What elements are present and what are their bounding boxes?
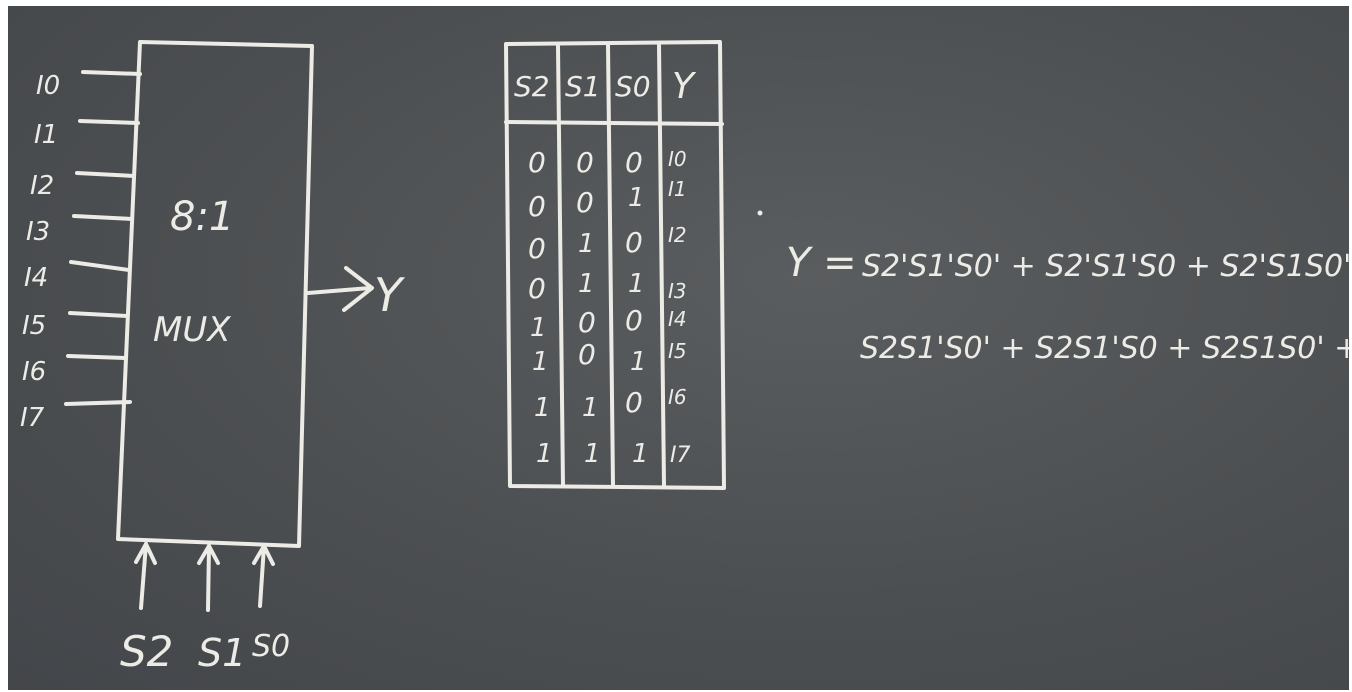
table-cell: I3 (668, 279, 687, 303)
table-cell: 1 (578, 229, 595, 259)
select-arrow-head (197, 544, 220, 565)
table-cell: 0 (528, 146, 546, 179)
table-cell: 1 (628, 269, 645, 299)
table-row: 0 1 1 I3 (528, 269, 687, 305)
table-cell: I6 (668, 385, 687, 409)
chalkboard: 8:1 MUX I0 I1 I2 I3 I4 I5 I6 I7 Y (8, 6, 1349, 690)
mux-box (116, 40, 314, 548)
table-cell: 0 (625, 386, 643, 419)
mux-select-labels: S2 S1 S0 (120, 627, 290, 676)
input-label-i3: I3 (26, 217, 50, 247)
input-label-i2: I2 (30, 171, 54, 201)
input-label-i6: I6 (22, 357, 46, 387)
th-y: Y (672, 66, 697, 107)
mux-ratio-label: 8:1 (170, 194, 234, 240)
table-cell: 1 (628, 183, 645, 213)
select-label-s0: S0 (252, 629, 290, 664)
table-cell: 1 (582, 393, 599, 423)
chalk-dot (757, 210, 763, 216)
table-row: 1 1 0 I6 (534, 385, 687, 423)
table-cell: 0 (578, 338, 596, 371)
truth-table-col-divider (556, 44, 565, 488)
output-arrow-head (342, 266, 374, 312)
table-row: 1 1 1 I7 (536, 439, 691, 469)
input-label-i1: I1 (34, 120, 58, 150)
input-line (81, 70, 142, 76)
table-cell: 1 (534, 393, 551, 423)
truth-table-col-divider (606, 42, 615, 488)
input-line (75, 171, 136, 178)
mux-input-lines (64, 70, 142, 406)
table-cell: 0 (528, 190, 546, 223)
table-cell: 1 (584, 439, 601, 469)
equation-lhs: Y = (786, 240, 857, 286)
boolean-equation: Y = S2'S1'S0' + S2'S1'S0 + S2'S1S0' + S2… (757, 210, 1349, 366)
table-cell: I5 (668, 339, 687, 363)
mux-output: Y (306, 266, 406, 322)
table-cell: 0 (528, 272, 546, 305)
input-line (68, 311, 129, 318)
output-arrow-line (306, 286, 372, 295)
mux-select-lines (134, 542, 275, 612)
truth-table: S2 S1 S0 Y 0 0 0 I0 0 0 1 I1 0 1 0 I2 0 … (504, 40, 726, 490)
select-label-s1: S1 (198, 631, 246, 675)
table-row: 1 0 0 I4 (530, 304, 687, 343)
input-line (72, 214, 134, 221)
select-label-s2: S2 (120, 627, 173, 676)
select-arrow-head (134, 542, 157, 565)
table-cell: 0 (625, 146, 643, 179)
table-cell: 0 (528, 232, 546, 265)
mux-input-labels: I0 I1 I2 I3 I4 I5 I6 I7 (20, 71, 60, 433)
table-row: 1 0 1 I5 (532, 338, 687, 377)
board-drawing: 8:1 MUX I0 I1 I2 I3 I4 I5 I6 I7 Y (20, 40, 1349, 676)
table-row: 0 0 1 I1 (528, 177, 687, 223)
table-cell: 0 (578, 306, 596, 339)
table-cell: 1 (630, 347, 647, 377)
table-cell: I4 (668, 307, 687, 331)
table-cell: 1 (532, 347, 549, 377)
input-line (69, 260, 131, 272)
table-cell: 1 (632, 439, 649, 469)
input-label-i5: I5 (22, 311, 46, 341)
mux-block: 8:1 MUX (116, 40, 314, 548)
th-s2: S2 (514, 70, 550, 103)
mux-name-label: MUX (153, 310, 231, 350)
output-label-y: Y (374, 268, 406, 322)
input-label-i7: I7 (20, 403, 45, 433)
table-row: 0 0 0 I0 (528, 146, 687, 179)
truth-table-frame (504, 40, 726, 490)
table-cell: 1 (530, 313, 547, 343)
th-s0: S0 (615, 70, 651, 103)
input-label-i0: I0 (36, 71, 60, 101)
table-cell: 1 (578, 269, 595, 299)
input-line (66, 354, 127, 360)
input-line (78, 119, 140, 125)
table-cell: 0 (625, 226, 643, 259)
table-cell: 0 (576, 146, 594, 179)
truth-table-col-divider (657, 42, 666, 488)
table-cell: I7 (670, 443, 691, 468)
input-line (64, 400, 132, 406)
select-arrow-line (258, 544, 266, 608)
table-cell: 0 (576, 186, 594, 219)
input-label-i4: I4 (24, 263, 48, 293)
select-arrow-line (206, 544, 211, 612)
th-s1: S1 (565, 70, 601, 103)
table-cell: 0 (625, 304, 643, 337)
equation-line-1: S2'S1'S0' + S2'S1'S0 + S2'S1S0' + S2'S1S… (862, 249, 1349, 284)
table-row: 0 1 0 I2 (528, 223, 687, 265)
table-cell: I0 (668, 147, 687, 171)
truth-table-header-rule (504, 120, 724, 126)
table-cell: I2 (668, 223, 687, 247)
equation-line-2: S2S1'S0' + S2S1'S0 + S2S1S0' + S2S1S0 (860, 331, 1349, 366)
select-arrow-head (252, 544, 275, 566)
table-cell: I1 (668, 177, 687, 201)
table-cell: 1 (536, 439, 553, 469)
select-arrow-line (139, 542, 148, 610)
